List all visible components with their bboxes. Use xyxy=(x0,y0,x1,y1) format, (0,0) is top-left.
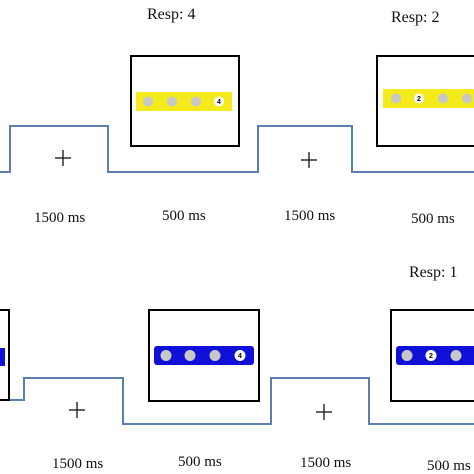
row-2: Resp: 1 4 xyxy=(0,264,474,474)
duration-label: 500 ms xyxy=(427,458,471,474)
stimulus-display: 2 xyxy=(376,55,474,147)
duration-label: 500 ms xyxy=(411,211,455,227)
stimulus-bar xyxy=(0,348,5,366)
position-dot xyxy=(184,350,196,361)
duration-label: 1500 ms xyxy=(34,210,85,226)
stimulus-display: 4 xyxy=(148,309,260,402)
fixation-cross xyxy=(55,150,71,166)
target-dot xyxy=(414,93,424,104)
position-dot xyxy=(450,350,462,361)
response-label: Resp: 2 xyxy=(391,9,439,26)
position-dot xyxy=(462,93,472,104)
response-label: Resp: 4 xyxy=(147,6,195,23)
duration-label: 1500 ms xyxy=(300,455,351,471)
timing-waveform-row-1 xyxy=(0,125,474,173)
stimulus-display: 4 xyxy=(130,55,240,147)
target-number: 2 xyxy=(417,96,421,103)
target-dot xyxy=(214,96,224,107)
target-number: 4 xyxy=(238,353,242,360)
position-dot xyxy=(191,96,201,107)
response-label: Resp: 1 xyxy=(409,264,457,281)
duration-label: 500 ms xyxy=(178,454,222,470)
fixation-cross xyxy=(301,152,317,168)
position-dot xyxy=(167,96,177,107)
stimulus-bar xyxy=(383,89,474,108)
fixation-cross xyxy=(69,402,85,418)
stimulus-display-partial xyxy=(0,309,10,401)
timing-waveform-row-2 xyxy=(0,377,474,425)
position-dot xyxy=(401,350,413,361)
stimulus-bar xyxy=(136,92,232,111)
duration-label: 1500 ms xyxy=(284,208,335,224)
target-number: 4 xyxy=(217,99,221,106)
target-dot xyxy=(425,350,437,361)
duration-label: 1500 ms xyxy=(52,456,103,472)
target-number: 2 xyxy=(429,353,433,360)
position-dot xyxy=(209,350,221,361)
position-dot xyxy=(438,93,448,104)
stimulus-display: 2 xyxy=(390,309,474,402)
position-dot xyxy=(160,350,172,361)
target-dot xyxy=(234,350,246,361)
position-dot xyxy=(143,96,153,107)
position-dot xyxy=(391,93,401,104)
fixation-cross xyxy=(316,404,332,420)
row-1: Resp: 4 Resp: 2 4 2 xyxy=(0,6,474,227)
stimulus-bar xyxy=(154,346,254,365)
duration-label: 500 ms xyxy=(162,208,206,224)
